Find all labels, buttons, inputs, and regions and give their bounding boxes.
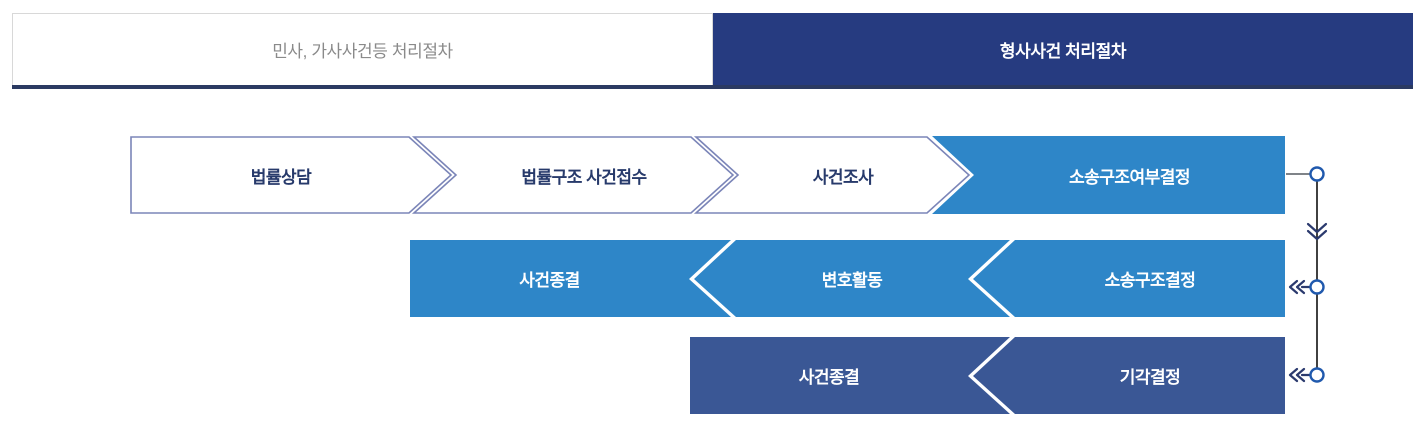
- connector-node-aid-granted[interactable]: [1309, 279, 1325, 295]
- chevron-step-case-closed-2[interactable]: [410, 240, 731, 317]
- chevron-down-icon: [1306, 222, 1328, 241]
- chevron-step-defense-activity[interactable]: [694, 240, 1010, 317]
- tab-bar: 민사, 가사사건등 처리절차 형사사건 처리절차: [12, 13, 1413, 88]
- chevron-step-case-closed-3[interactable]: [690, 337, 1010, 414]
- chevron-step-rejected[interactable]: [973, 337, 1285, 414]
- tab-criminal-procedure[interactable]: 형사사건 처리절차: [713, 13, 1413, 85]
- connector-node-rejection[interactable]: [1309, 367, 1325, 383]
- chevron-left-icon-row2: [1288, 279, 1312, 295]
- connector-node-aid-decision[interactable]: [1309, 166, 1325, 182]
- chevron-step-case-intake[interactable]: [411, 136, 735, 214]
- chevron-step-aid-decision[interactable]: [932, 136, 1285, 214]
- chevron-step-investigation[interactable]: [693, 136, 971, 214]
- tab-underline: [12, 85, 1413, 89]
- tab-civil-procedure[interactable]: 민사, 가사사건등 처리절차: [12, 13, 713, 85]
- chevron-left-icon-row3: [1288, 367, 1312, 383]
- chevron-step-aid-granted[interactable]: [973, 240, 1285, 317]
- chevron-step-legal-consult[interactable]: [130, 136, 453, 214]
